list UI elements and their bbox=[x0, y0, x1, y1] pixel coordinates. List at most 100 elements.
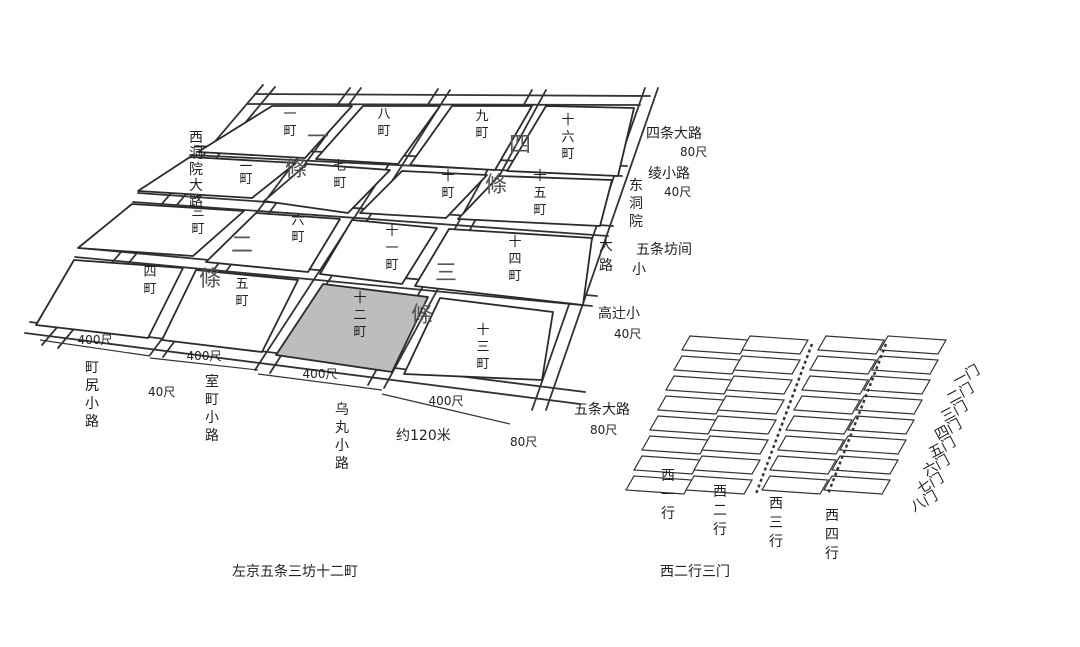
block-15 bbox=[457, 175, 613, 227]
block-4 bbox=[35, 259, 184, 339]
cell-highlighted bbox=[725, 375, 793, 395]
column-label: 西四行 bbox=[825, 508, 839, 562]
cell bbox=[685, 475, 753, 495]
cell bbox=[625, 475, 693, 495]
block-label-16: 十六町 bbox=[561, 113, 574, 162]
block-16 bbox=[506, 105, 635, 177]
cell bbox=[733, 355, 801, 375]
block-labels: 一町八町九町十六町二町七町十町十五町三町六町十一町十四町四町五町十二町十三町 bbox=[143, 107, 574, 372]
cell bbox=[871, 355, 939, 375]
block-13 bbox=[403, 297, 554, 381]
block-9 bbox=[409, 105, 533, 171]
cell bbox=[785, 415, 853, 435]
label-gojo-bomon: 五条坊间 bbox=[636, 241, 692, 258]
caption-right: 西二行三门 bbox=[660, 564, 730, 580]
block-7 bbox=[263, 163, 391, 214]
alley-divider bbox=[826, 343, 888, 495]
cell bbox=[817, 335, 885, 355]
cell bbox=[673, 355, 741, 375]
label-gojo-width: 80尺 bbox=[590, 423, 617, 437]
caption-left: 左京五条三坊十二町 bbox=[232, 563, 358, 580]
measure-label: 400尺 bbox=[303, 367, 338, 381]
block-label-11: 十一町 bbox=[385, 224, 398, 273]
label-karasuma: 乌丸小路 bbox=[335, 402, 349, 472]
jo-label: 二 bbox=[231, 233, 253, 258]
block-3 bbox=[77, 203, 245, 257]
block-label-7: 七町 bbox=[333, 159, 346, 191]
measure-label: 400尺 bbox=[78, 333, 113, 347]
cell bbox=[793, 395, 861, 415]
block-label-3: 三町 bbox=[191, 205, 204, 237]
block-8 bbox=[315, 105, 441, 165]
block-11 bbox=[319, 219, 438, 285]
measure-label: 400尺 bbox=[429, 394, 464, 408]
block-6 bbox=[205, 212, 341, 273]
jo-label: 條 bbox=[485, 173, 507, 198]
jo-label: 條 bbox=[285, 157, 307, 182]
cell bbox=[693, 455, 761, 475]
approx-label: 约120米 bbox=[396, 428, 451, 444]
block-12-highlighted bbox=[275, 283, 429, 373]
block-5 bbox=[161, 269, 299, 353]
gate-label: 八门 bbox=[908, 488, 940, 515]
label-nishi-toin: 西洞院大路 bbox=[189, 130, 203, 210]
label-gojo-oji: 五条大路 bbox=[574, 401, 630, 418]
cell bbox=[657, 395, 725, 415]
label-machijiri: 町尻小路 bbox=[85, 360, 99, 430]
block-label-1: 一町 bbox=[283, 107, 296, 139]
cell bbox=[709, 415, 777, 435]
label-machijiri-width: 40尺 bbox=[148, 385, 175, 399]
cell bbox=[863, 375, 931, 395]
cell bbox=[649, 415, 717, 435]
block-label-8: 八町 bbox=[377, 107, 390, 139]
cell bbox=[717, 395, 785, 415]
town-blocks bbox=[35, 105, 635, 381]
label-gojo-bomon-2: 小 bbox=[632, 262, 646, 278]
jo-label: 條 bbox=[411, 303, 433, 328]
block-label-4: 四町 bbox=[143, 265, 156, 297]
label-higashi-toin: 东洞院 bbox=[629, 178, 643, 230]
jo-label: 三 bbox=[435, 261, 457, 286]
cell bbox=[823, 475, 891, 495]
block-label-2: 二町 bbox=[239, 155, 252, 187]
block-label-10: 十町 bbox=[441, 169, 454, 201]
measure-line bbox=[381, 393, 511, 425]
cell bbox=[847, 415, 915, 435]
cell bbox=[831, 455, 899, 475]
label-shijo-oji: 四条大路 bbox=[646, 125, 702, 142]
cell bbox=[761, 475, 829, 495]
jo-label: 一 bbox=[307, 125, 329, 150]
block-label-12: 十二町 bbox=[353, 291, 366, 340]
column-label: 西一行 bbox=[661, 468, 675, 522]
block-label-15: 十五町 bbox=[533, 169, 546, 218]
cell bbox=[809, 355, 877, 375]
jo-labels: 一條四條二條三條 bbox=[199, 125, 531, 328]
block-label-13: 十三町 bbox=[476, 323, 489, 372]
label-muromachi: 室町小路 bbox=[205, 373, 219, 444]
block-14 bbox=[414, 228, 593, 306]
cell bbox=[855, 395, 923, 415]
column-label: 西二行 bbox=[713, 484, 727, 538]
block-label-5: 五町 bbox=[235, 277, 248, 309]
cell bbox=[633, 455, 701, 475]
cell bbox=[777, 435, 845, 455]
block-2 bbox=[137, 156, 297, 199]
block-label-14: 十四町 bbox=[508, 235, 521, 284]
label-oji: 大路 bbox=[599, 238, 613, 274]
block-label-9: 九町 bbox=[475, 109, 488, 141]
cell bbox=[701, 435, 769, 455]
cell bbox=[839, 435, 907, 455]
label-takatsuji: 高辻小 bbox=[598, 305, 640, 322]
measure-line bbox=[149, 357, 259, 371]
cell bbox=[641, 435, 709, 455]
column-label: 西三行 bbox=[769, 496, 783, 550]
jo-label: 條 bbox=[199, 267, 221, 292]
block-10 bbox=[359, 170, 488, 219]
label-ayanokoji-width: 40尺 bbox=[664, 185, 691, 199]
measure-line bbox=[39, 339, 151, 357]
jo-label: 四 bbox=[509, 133, 531, 158]
